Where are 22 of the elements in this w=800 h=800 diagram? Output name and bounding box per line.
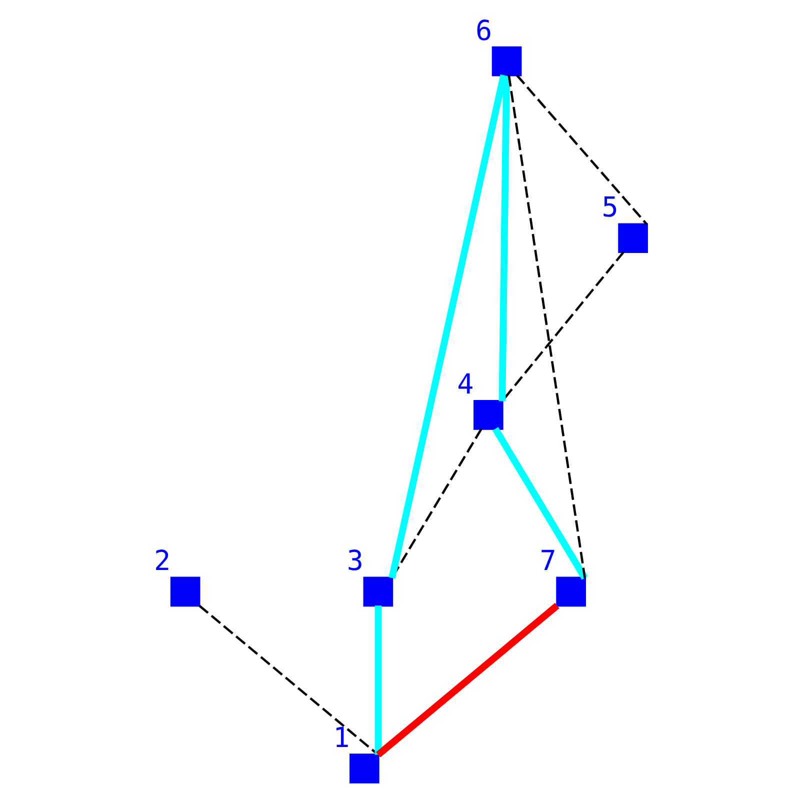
connector bbox=[498, 76, 510, 402]
connector bbox=[508, 75, 586, 578]
node-box bbox=[170, 576, 200, 607]
node-box bbox=[473, 400, 504, 430]
node-label: 2 bbox=[154, 545, 171, 578]
connector bbox=[376, 602, 560, 758]
node-label: 5 bbox=[602, 192, 618, 224]
node-box bbox=[618, 223, 648, 254]
connector bbox=[492, 427, 588, 580]
node-box bbox=[363, 576, 394, 607]
node-box bbox=[349, 754, 380, 784]
connector bbox=[198, 604, 379, 756]
connector bbox=[516, 74, 648, 226]
connector bbox=[388, 74, 508, 579]
node-label: 7 bbox=[540, 545, 556, 578]
node-label: 3 bbox=[346, 545, 364, 578]
node-label: 4 bbox=[457, 368, 474, 400]
connector bbox=[374, 606, 382, 755]
node-label: 1 bbox=[333, 722, 350, 754]
node-box bbox=[556, 576, 586, 607]
node-box bbox=[492, 46, 522, 76]
node-label: 6 bbox=[476, 14, 492, 47]
